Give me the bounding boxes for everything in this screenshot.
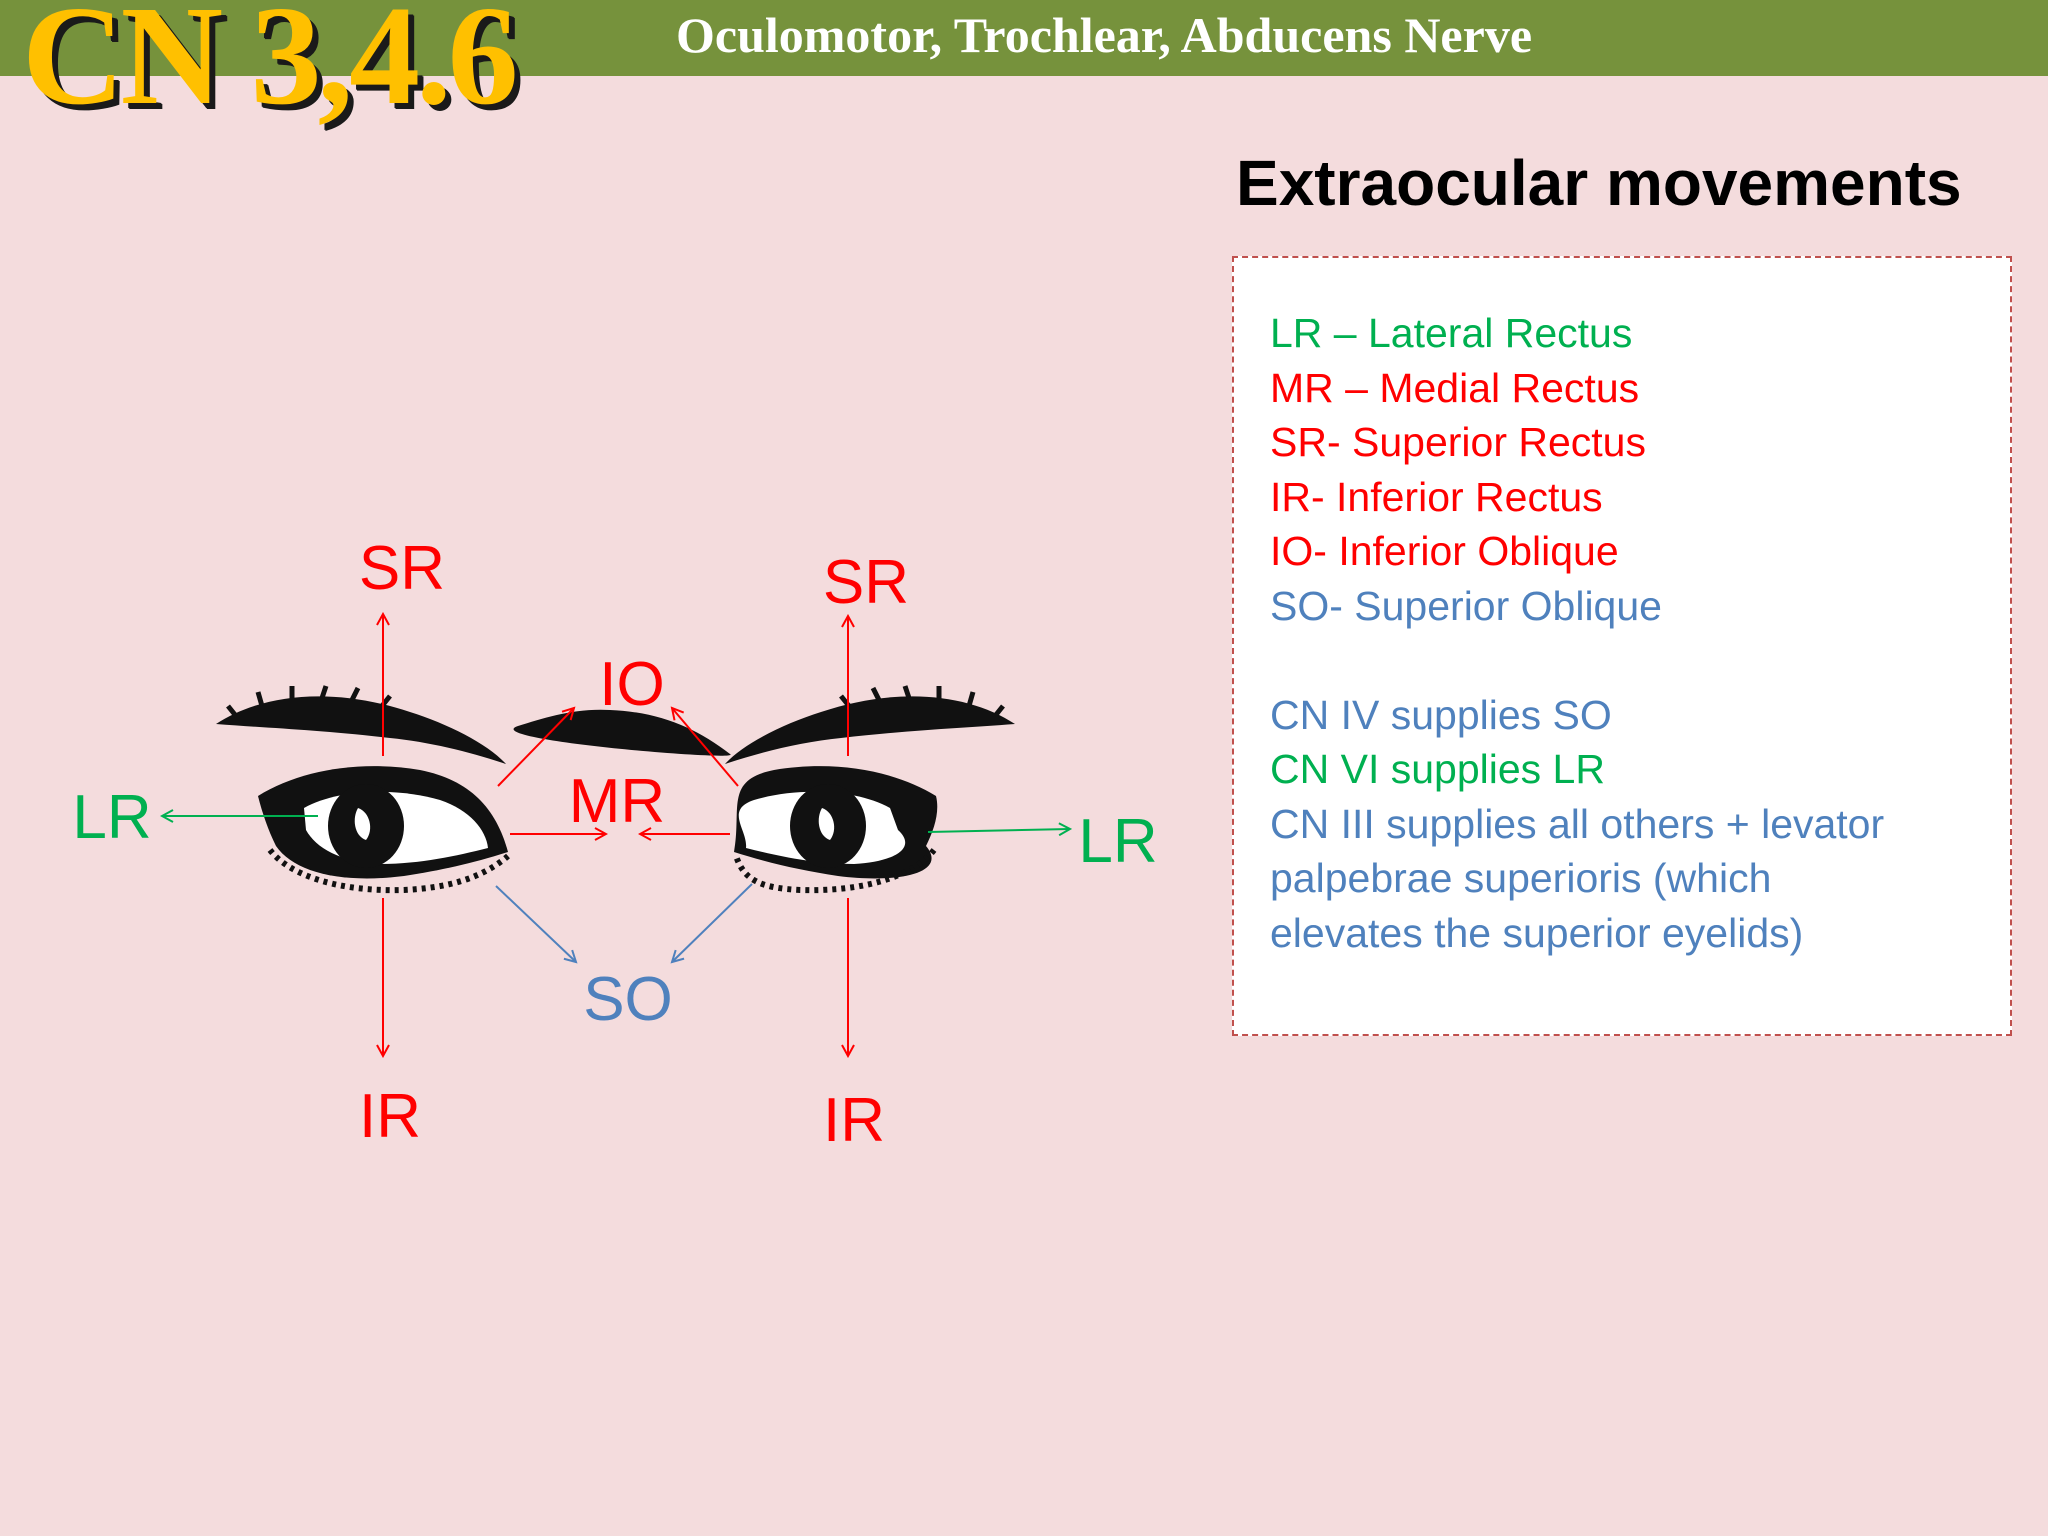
arrow-io-left [497,708,574,787]
label-ir-right: IR [823,1086,885,1155]
arrow-lr-right [927,829,1070,832]
label-mr: MR [569,767,665,836]
supply-line-cn3: CN III supplies all others + levator [1270,800,1885,847]
legend-line-so: SO- Superior Oblique [1270,582,1662,629]
legend-line-sr: SR- Superior Rectus [1270,419,1646,465]
legend-text: LR – Lateral Rectus MR – Medial Rectus S… [1270,306,1990,960]
eye-right [733,766,938,894]
label-lr-left: LR [72,783,151,852]
legend-box: LR – Lateral Rectus MR – Medial Rectus S… [1232,256,2012,1036]
slide-title: CN 3,4.6 [22,0,519,134]
label-so: SO [583,965,673,1034]
header-bar [0,0,2048,76]
eyebrow-right-shape [725,696,1015,764]
slide-subtitle: Oculomotor, Trochlear, Abducens Nerve [676,7,1533,63]
supply-line-cn4: CN IV supplies SO [1270,691,1612,738]
supply-line-cn3-cont1: palpebrae superioris (which [1270,855,1772,901]
label-sr-right: SR [823,548,909,617]
eyebrow-left-hairs [226,685,392,718]
label-lr-right: LR [1078,807,1157,876]
section-heading: Extraocular movements [1236,147,1962,219]
eye-left [258,766,510,894]
eyebrow-left [216,696,506,764]
legend-line-lr: LR – Lateral Rectus [1270,310,1633,356]
legend-line-ir: IR- Inferior Rectus [1270,473,1603,520]
legend-line-io: IO- Inferior Oblique [1270,528,1619,574]
supply-line-cn3-cont2: elevates the superior eyelids) [1270,909,1804,956]
legend-spacer [1270,633,1990,688]
eye-movement-diagram: SR SR IO MR LR LR SO IR IR [72,534,1157,1155]
arrow-io-right [672,708,739,787]
supply-line-cn6: CN VI supplies LR [1270,746,1605,792]
label-io: IO [599,650,664,719]
label-sr-left: SR [359,534,445,603]
arrow-so-right [672,883,753,962]
eyebrow-right-hairs [839,685,1005,718]
arrow-so-left [495,885,576,962]
eyebrow-right [513,709,731,756]
label-ir-left: IR [359,1082,421,1151]
legend-line-mr: MR – Medial Rectus [1270,364,1640,411]
